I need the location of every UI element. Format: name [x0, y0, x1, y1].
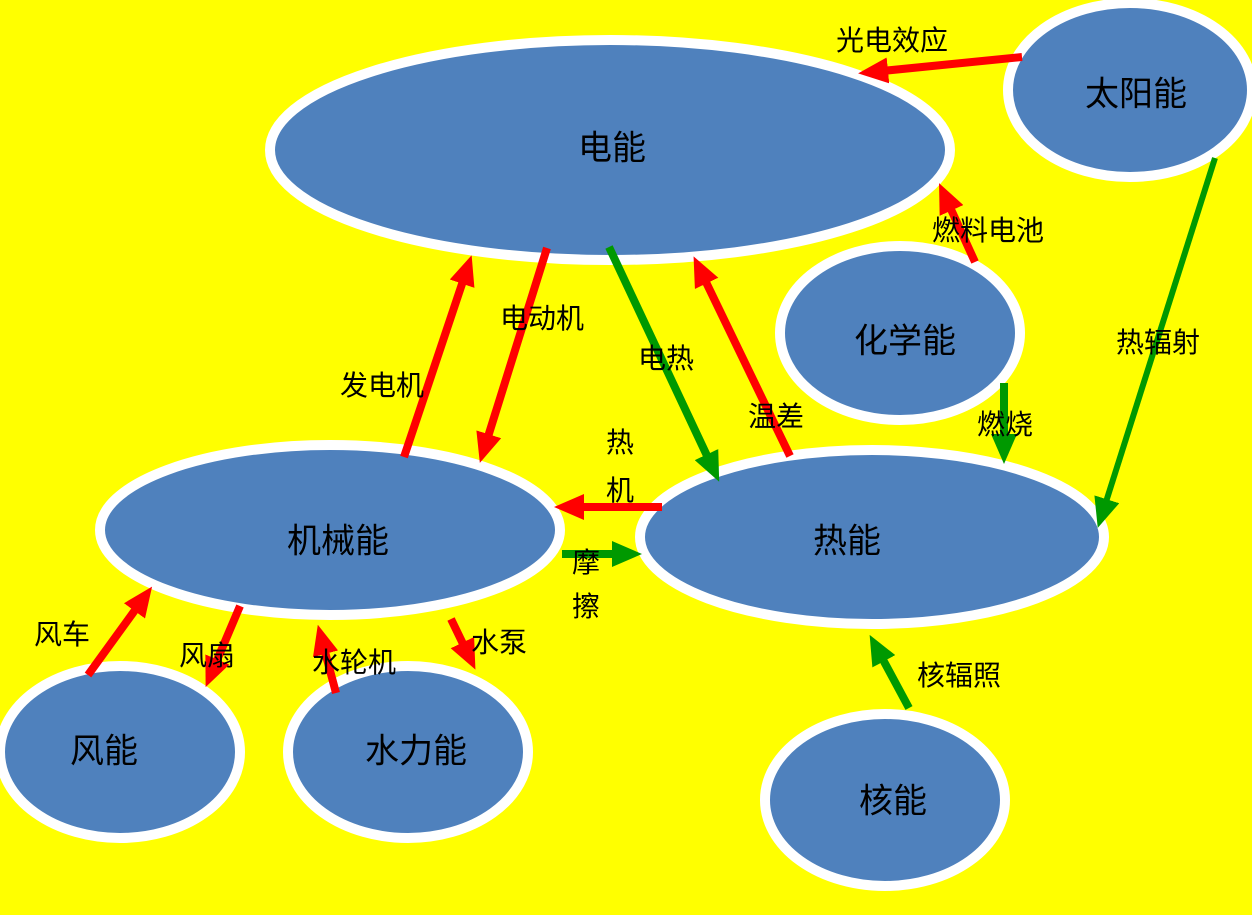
arrow-electric-to-mechanical	[476, 246, 551, 463]
label-generator: 发电机	[340, 369, 424, 402]
label-photoelectric: 光电效应	[836, 24, 948, 57]
arrow-nuclear-to-thermal	[869, 634, 913, 710]
label-heat-engine-1: 热	[606, 426, 634, 459]
label-combustion: 燃烧	[977, 408, 1033, 441]
node-nuclear: 核能	[760, 709, 1010, 891]
node-mechanical-label: 机械能	[287, 522, 389, 562]
arrow-chemical-to-electric	[939, 183, 979, 264]
node-electric: 电能	[265, 35, 955, 265]
arrow-mechanical-to-wind	[205, 604, 244, 688]
node-nuclear-label: 核能	[859, 782, 927, 822]
arrow-mechanical-to-hydro	[447, 617, 476, 670]
node-electric-label: 电能	[578, 129, 646, 169]
label-solar-radiation: 热辐射	[1116, 326, 1200, 359]
node-chemical-label: 化学能	[854, 322, 956, 362]
node-mechanical: 机械能	[95, 440, 565, 620]
node-solar: 太阳能	[1003, 0, 1252, 182]
arrow-electric-to-thermal	[605, 245, 720, 482]
label-motor: 电动机	[500, 302, 584, 335]
arrow-hydro-to-mechanical	[312, 624, 340, 695]
label-friction-2: 擦	[572, 590, 600, 623]
node-thermal-label: 热能	[813, 522, 881, 562]
arrow-solar-to-electric	[858, 53, 1023, 84]
label-friction-1: 摩	[572, 546, 600, 579]
label-windmill: 风车	[34, 618, 90, 651]
label-water-pump: 水泵	[471, 626, 527, 659]
node-hydro-label: 水力能	[365, 732, 467, 772]
arrow-thermal-to-electric	[693, 256, 794, 458]
label-fan: 风扇	[179, 639, 235, 672]
arrow-wind-to-mechanical	[84, 586, 153, 678]
arrow-mechanical-to-electric	[400, 255, 475, 459]
node-solar-label: 太阳能	[1085, 75, 1187, 115]
label-nuclear-radiation: 核辐照	[917, 659, 1001, 692]
label-water-turbine: 水轮机	[312, 646, 396, 679]
node-chemical: 化学能	[775, 241, 1025, 425]
label-heat-engine-2: 机	[606, 474, 634, 507]
node-hydro: 水力能	[283, 661, 533, 843]
node-wind: 风能	[0, 661, 245, 843]
node-wind-label: 风能	[70, 732, 138, 772]
arrow-solar-to-thermal	[1094, 157, 1218, 528]
label-electric-heating: 电热	[638, 342, 694, 375]
node-thermal: 热能	[635, 445, 1109, 629]
label-fuel-cell: 燃料电池	[932, 214, 1044, 247]
label-temperature-difference: 温差	[748, 400, 804, 433]
